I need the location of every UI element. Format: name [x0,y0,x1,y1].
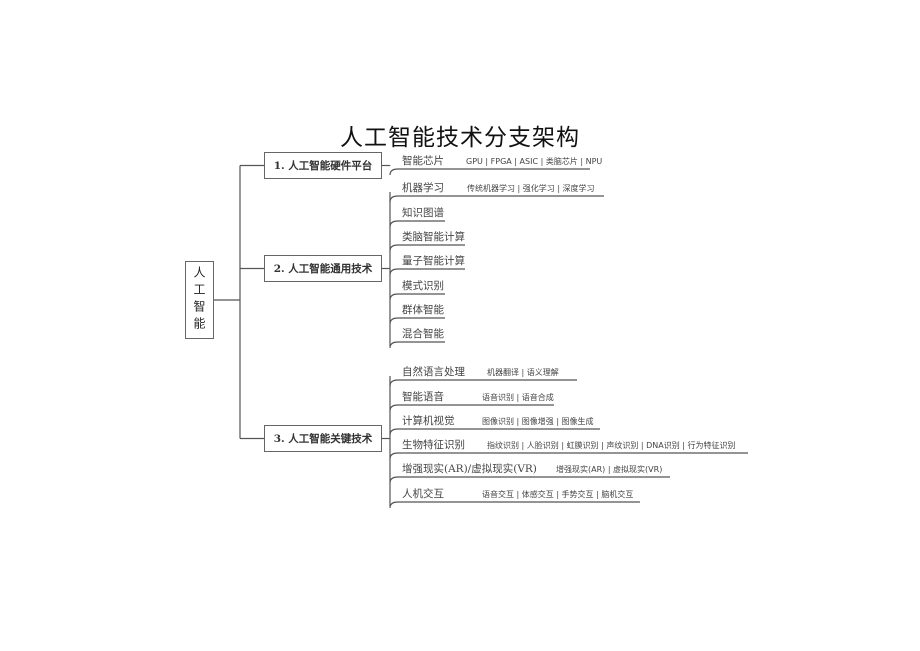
branch-item: 模式识别 [402,280,444,292]
item-branch-curve [389,452,399,460]
branch-item: 类脑智能计算 [402,231,465,243]
branch-subitems: 语音交互 | 体感交互 | 手势交互 | 脑机交互 [482,490,634,499]
item-branch-curve [389,341,399,349]
branch-subitems: 增强现实(AR) | 虚拟现实(VR) [556,465,663,474]
category-general-technology: 2. 人工智能通用技术 [264,255,382,282]
branch-item: 智能芯片 [402,155,444,167]
branch-item: 生物特征识别 [402,439,465,451]
item-branch-curve [389,379,399,387]
item-branch-curve [389,268,399,276]
branch-item: 自然语言处理 [402,366,465,378]
diagram-title: 人工智能技术分支架构 [340,125,580,151]
branch-item: 群体智能 [402,304,444,316]
item-branch-curve [389,404,399,412]
branch-subitems: 图像识别 | 图像增强 | 图像生成 [482,417,594,426]
branch-subitems: 传统机器学习 | 强化学习 | 深度学习 [467,184,595,193]
branch-subitems: GPU | FPGA | ASIC | 类脑芯片 | NPU [466,157,603,166]
item-branch-curve [389,317,399,325]
branch-item: 计算机视觉 [402,415,455,427]
branch-item: 混合智能 [402,328,444,340]
item-branch-curve [389,244,399,252]
branch-item: 知识图谱 [402,207,444,219]
branch-item: 机器学习 [402,182,444,194]
item-branch-curve [389,220,399,228]
item-branch-curve [389,168,399,176]
branch-subitems: 机器翻译 | 语义理解 [487,368,559,377]
category-key-technology: 3. 人工智能关键技术 [264,425,382,452]
branch-item: 人机交互 [402,488,444,500]
branch-subitems: 指纹识别 | 人脸识别 | 虹膜识别 | 声纹识别 | DNA识别 | 行为特征… [487,441,736,450]
branch-subitems: 语音识别 | 语音合成 [482,393,554,402]
item-branch-curve [389,293,399,301]
branch-item: 智能语音 [402,391,444,403]
branch-item: 增强现实(AR)/虚拟现实(VR) [402,463,537,475]
root-node: 人工智能 [185,261,214,339]
item-branch-curve [389,501,399,509]
category-hardware-platform: 1. 人工智能硬件平台 [264,152,382,179]
item-branch-curve [389,195,399,203]
item-branch-curve [389,428,399,436]
item-branch-curve [389,476,399,484]
branch-item: 量子智能计算 [402,255,465,267]
